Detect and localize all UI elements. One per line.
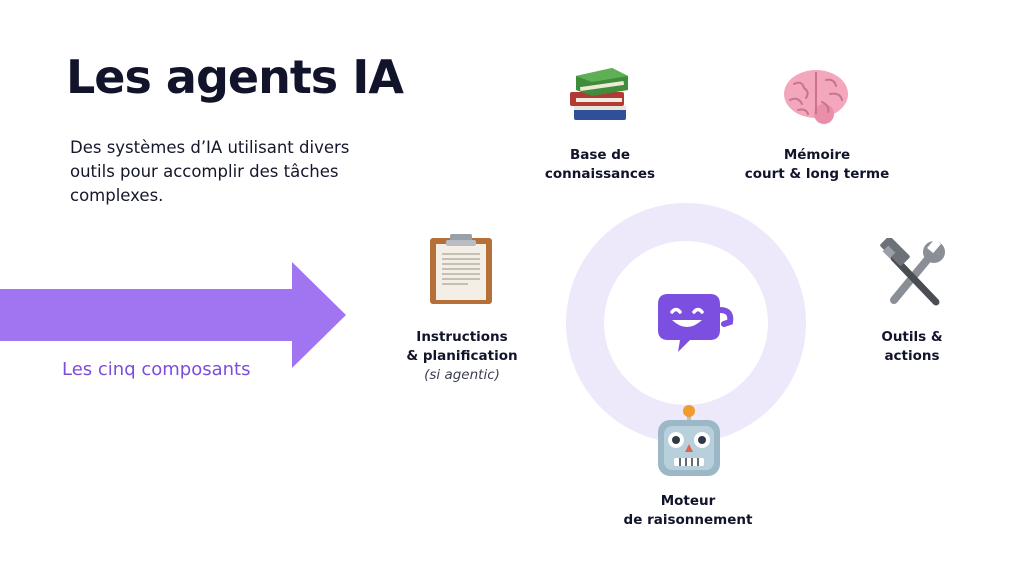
robot-icon xyxy=(658,405,720,476)
brain-icon xyxy=(784,70,848,124)
label-instructions-note: (si agentic) xyxy=(424,367,500,383)
label-memory: Mémoire court & long terme xyxy=(744,147,890,182)
label-reasoning: Moteur de raisonnement xyxy=(623,493,753,528)
label-knowledge: Base de connaissances xyxy=(544,147,656,182)
arrow-caption: Les cinq composants xyxy=(62,359,251,380)
clipboard-icon xyxy=(430,234,492,304)
page-title: Les agents IA xyxy=(66,50,404,104)
arrow-right-icon xyxy=(0,262,346,368)
chat-smile-icon xyxy=(658,294,734,352)
label-instructions: Instructions & planification (si agentic… xyxy=(392,328,532,385)
page-subtitle: Des systèmes d’IA utilisant divers outil… xyxy=(70,138,350,205)
books-icon xyxy=(570,68,628,120)
label-tools: Outils & actions xyxy=(881,329,943,364)
hammer-wrench-icon xyxy=(880,238,945,306)
